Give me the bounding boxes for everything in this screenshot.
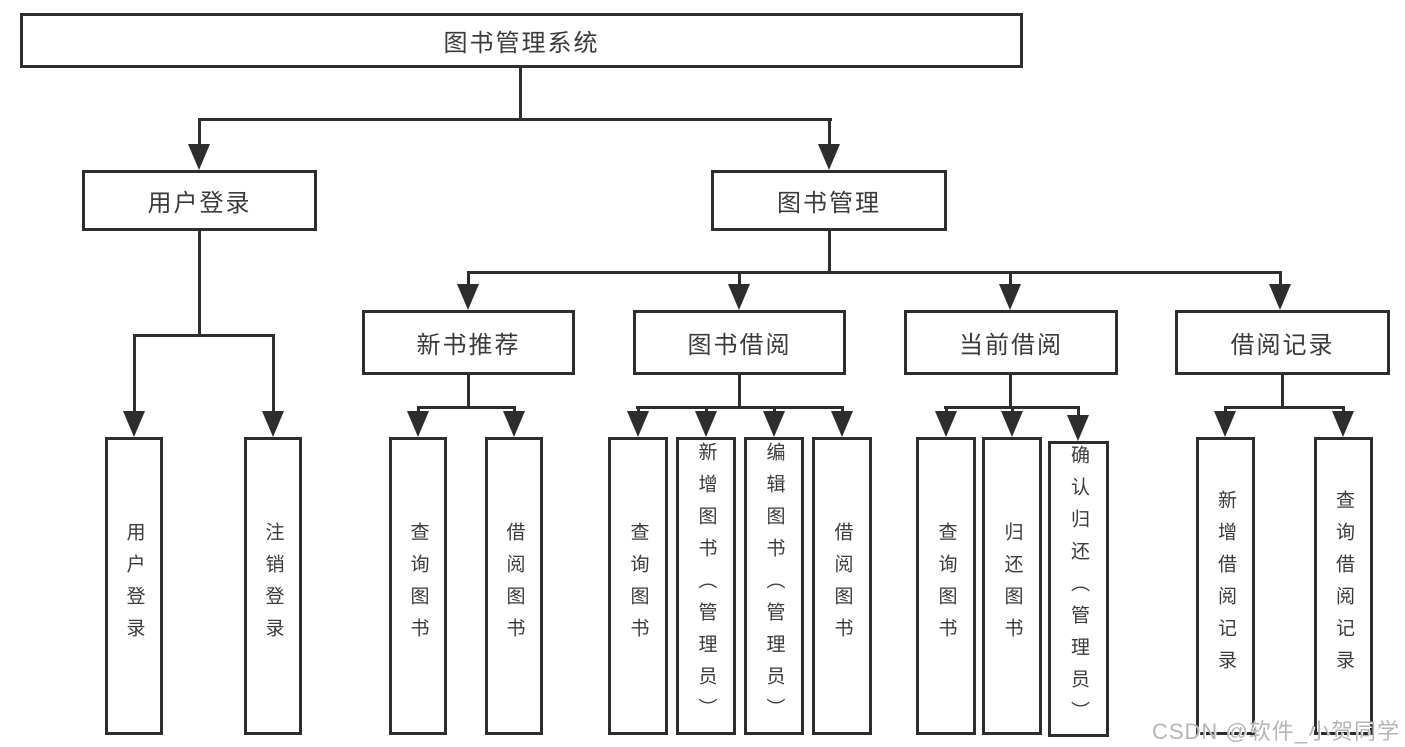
node-new-book-recommendation: 新书推荐 — [362, 310, 575, 375]
leaf-records-add-record: 新增借阅记录 — [1196, 437, 1255, 735]
leaf-current-return-books: 归还图书 — [982, 437, 1042, 735]
arrow-down-icon — [935, 411, 957, 437]
connector-root-crossbar — [198, 118, 832, 121]
connector-to-borrow — [738, 271, 741, 288]
leaf-recommend-query-books-label: 查询图书 — [407, 522, 429, 650]
connector-to-user-login — [198, 118, 201, 150]
connector-borrow-stem — [738, 375, 741, 408]
leaf-borrow-borrow-books-label: 借阅图书 — [831, 522, 853, 650]
connector-root-stem — [519, 68, 522, 120]
node-book-management-label: 图书管理 — [777, 190, 881, 217]
connector-current-3 — [1077, 406, 1080, 419]
node-library-system: 图书管理系统 — [20, 13, 1023, 68]
arrow-down-icon — [1269, 284, 1291, 310]
arrow-down-icon — [831, 411, 853, 437]
leaf-current-query-books-label: 查询图书 — [935, 522, 957, 650]
connector-to-recommend — [467, 271, 470, 288]
node-current-borrowing: 当前借阅 — [904, 310, 1118, 375]
connector-book-management-stem — [828, 231, 831, 273]
arrow-down-icon — [728, 284, 750, 310]
connector-to-leaf-logout — [272, 334, 275, 412]
arrow-down-icon — [188, 144, 210, 170]
leaf-logout-login-label: 注销登录 — [262, 522, 284, 650]
leaf-current-query-books: 查询图书 — [916, 437, 976, 735]
node-book-management: 图书管理 — [711, 170, 947, 231]
connector-borrow-crossbar — [636, 406, 843, 409]
arrow-down-icon — [1214, 411, 1236, 437]
arrow-down-icon — [407, 411, 429, 437]
connector-user-login-crossbar — [133, 334, 275, 337]
leaf-borrow-edit-books-admin-label: 编辑图书（管理员） — [763, 442, 785, 730]
leaf-current-confirm-return-admin-label: 确认归还（管理员） — [1068, 445, 1089, 733]
arrow-down-icon — [763, 411, 785, 437]
leaf-records-add-record-label: 新增借阅记录 — [1215, 490, 1236, 682]
node-library-system-label: 图书管理系统 — [443, 30, 600, 57]
watermark: CSDN @软件_小贺同学 — [1151, 719, 1400, 744]
connector-user-login-stem — [198, 231, 201, 336]
connector-book-management-crossbar — [469, 271, 1281, 274]
connector-to-book-management — [828, 118, 831, 150]
leaf-user-login: 用户登录 — [105, 437, 163, 735]
arrow-down-icon — [999, 284, 1021, 310]
connector-recommend-crossbar — [417, 406, 516, 409]
node-current-borrowing-label: 当前借阅 — [959, 332, 1063, 359]
connector-current-stem — [1009, 375, 1012, 408]
arrow-down-icon — [1332, 411, 1354, 437]
node-book-borrowing-label: 图书借阅 — [687, 332, 792, 359]
connector-records-crossbar — [1224, 406, 1345, 409]
connector-to-current — [1009, 271, 1012, 288]
leaf-records-query-record-label: 查询借阅记录 — [1333, 490, 1354, 682]
leaf-borrow-query-books-label: 查询图书 — [627, 522, 649, 650]
leaf-borrow-add-books-admin: 新增图书（管理员） — [676, 437, 736, 735]
arrow-down-icon — [695, 411, 717, 437]
node-book-borrowing: 图书借阅 — [633, 310, 846, 375]
arrow-down-icon — [1067, 415, 1089, 441]
connector-to-leaf-user-login — [133, 334, 136, 412]
node-user-login: 用户登录 — [82, 170, 317, 231]
arrow-down-icon — [1001, 411, 1023, 437]
arrow-down-icon — [503, 411, 525, 437]
leaf-recommend-query-books: 查询图书 — [389, 437, 447, 735]
leaf-recommend-borrow-books-label: 借阅图书 — [503, 522, 525, 650]
leaf-logout-login: 注销登录 — [244, 437, 302, 735]
leaf-records-query-record: 查询借阅记录 — [1314, 437, 1373, 735]
leaf-borrow-add-books-admin-label: 新增图书（管理员） — [695, 442, 717, 730]
arrow-down-icon — [627, 411, 649, 437]
node-new-book-recommendation-label: 新书推荐 — [416, 332, 521, 359]
leaf-recommend-borrow-books: 借阅图书 — [485, 437, 543, 735]
arrow-down-icon — [457, 284, 479, 310]
leaf-borrow-borrow-books: 借阅图书 — [812, 437, 872, 735]
connector-to-records — [1279, 271, 1282, 288]
leaf-current-confirm-return-admin: 确认归还（管理员） — [1048, 441, 1109, 737]
node-borrowing-records: 借阅记录 — [1175, 310, 1390, 375]
arrow-down-icon — [123, 411, 145, 437]
leaf-current-return-books-label: 归还图书 — [1001, 522, 1023, 650]
arrow-down-icon — [818, 144, 840, 170]
connector-records-stem — [1281, 375, 1284, 408]
leaf-borrow-query-books: 查询图书 — [608, 437, 668, 735]
connector-recommend-stem — [467, 375, 470, 408]
leaf-borrow-edit-books-admin: 编辑图书（管理员） — [744, 437, 804, 735]
node-user-login-label: 用户登录 — [147, 190, 252, 217]
arrow-down-icon — [262, 411, 284, 437]
leaf-user-login-label: 用户登录 — [123, 522, 145, 650]
node-borrowing-records-label: 借阅记录 — [1230, 332, 1335, 359]
